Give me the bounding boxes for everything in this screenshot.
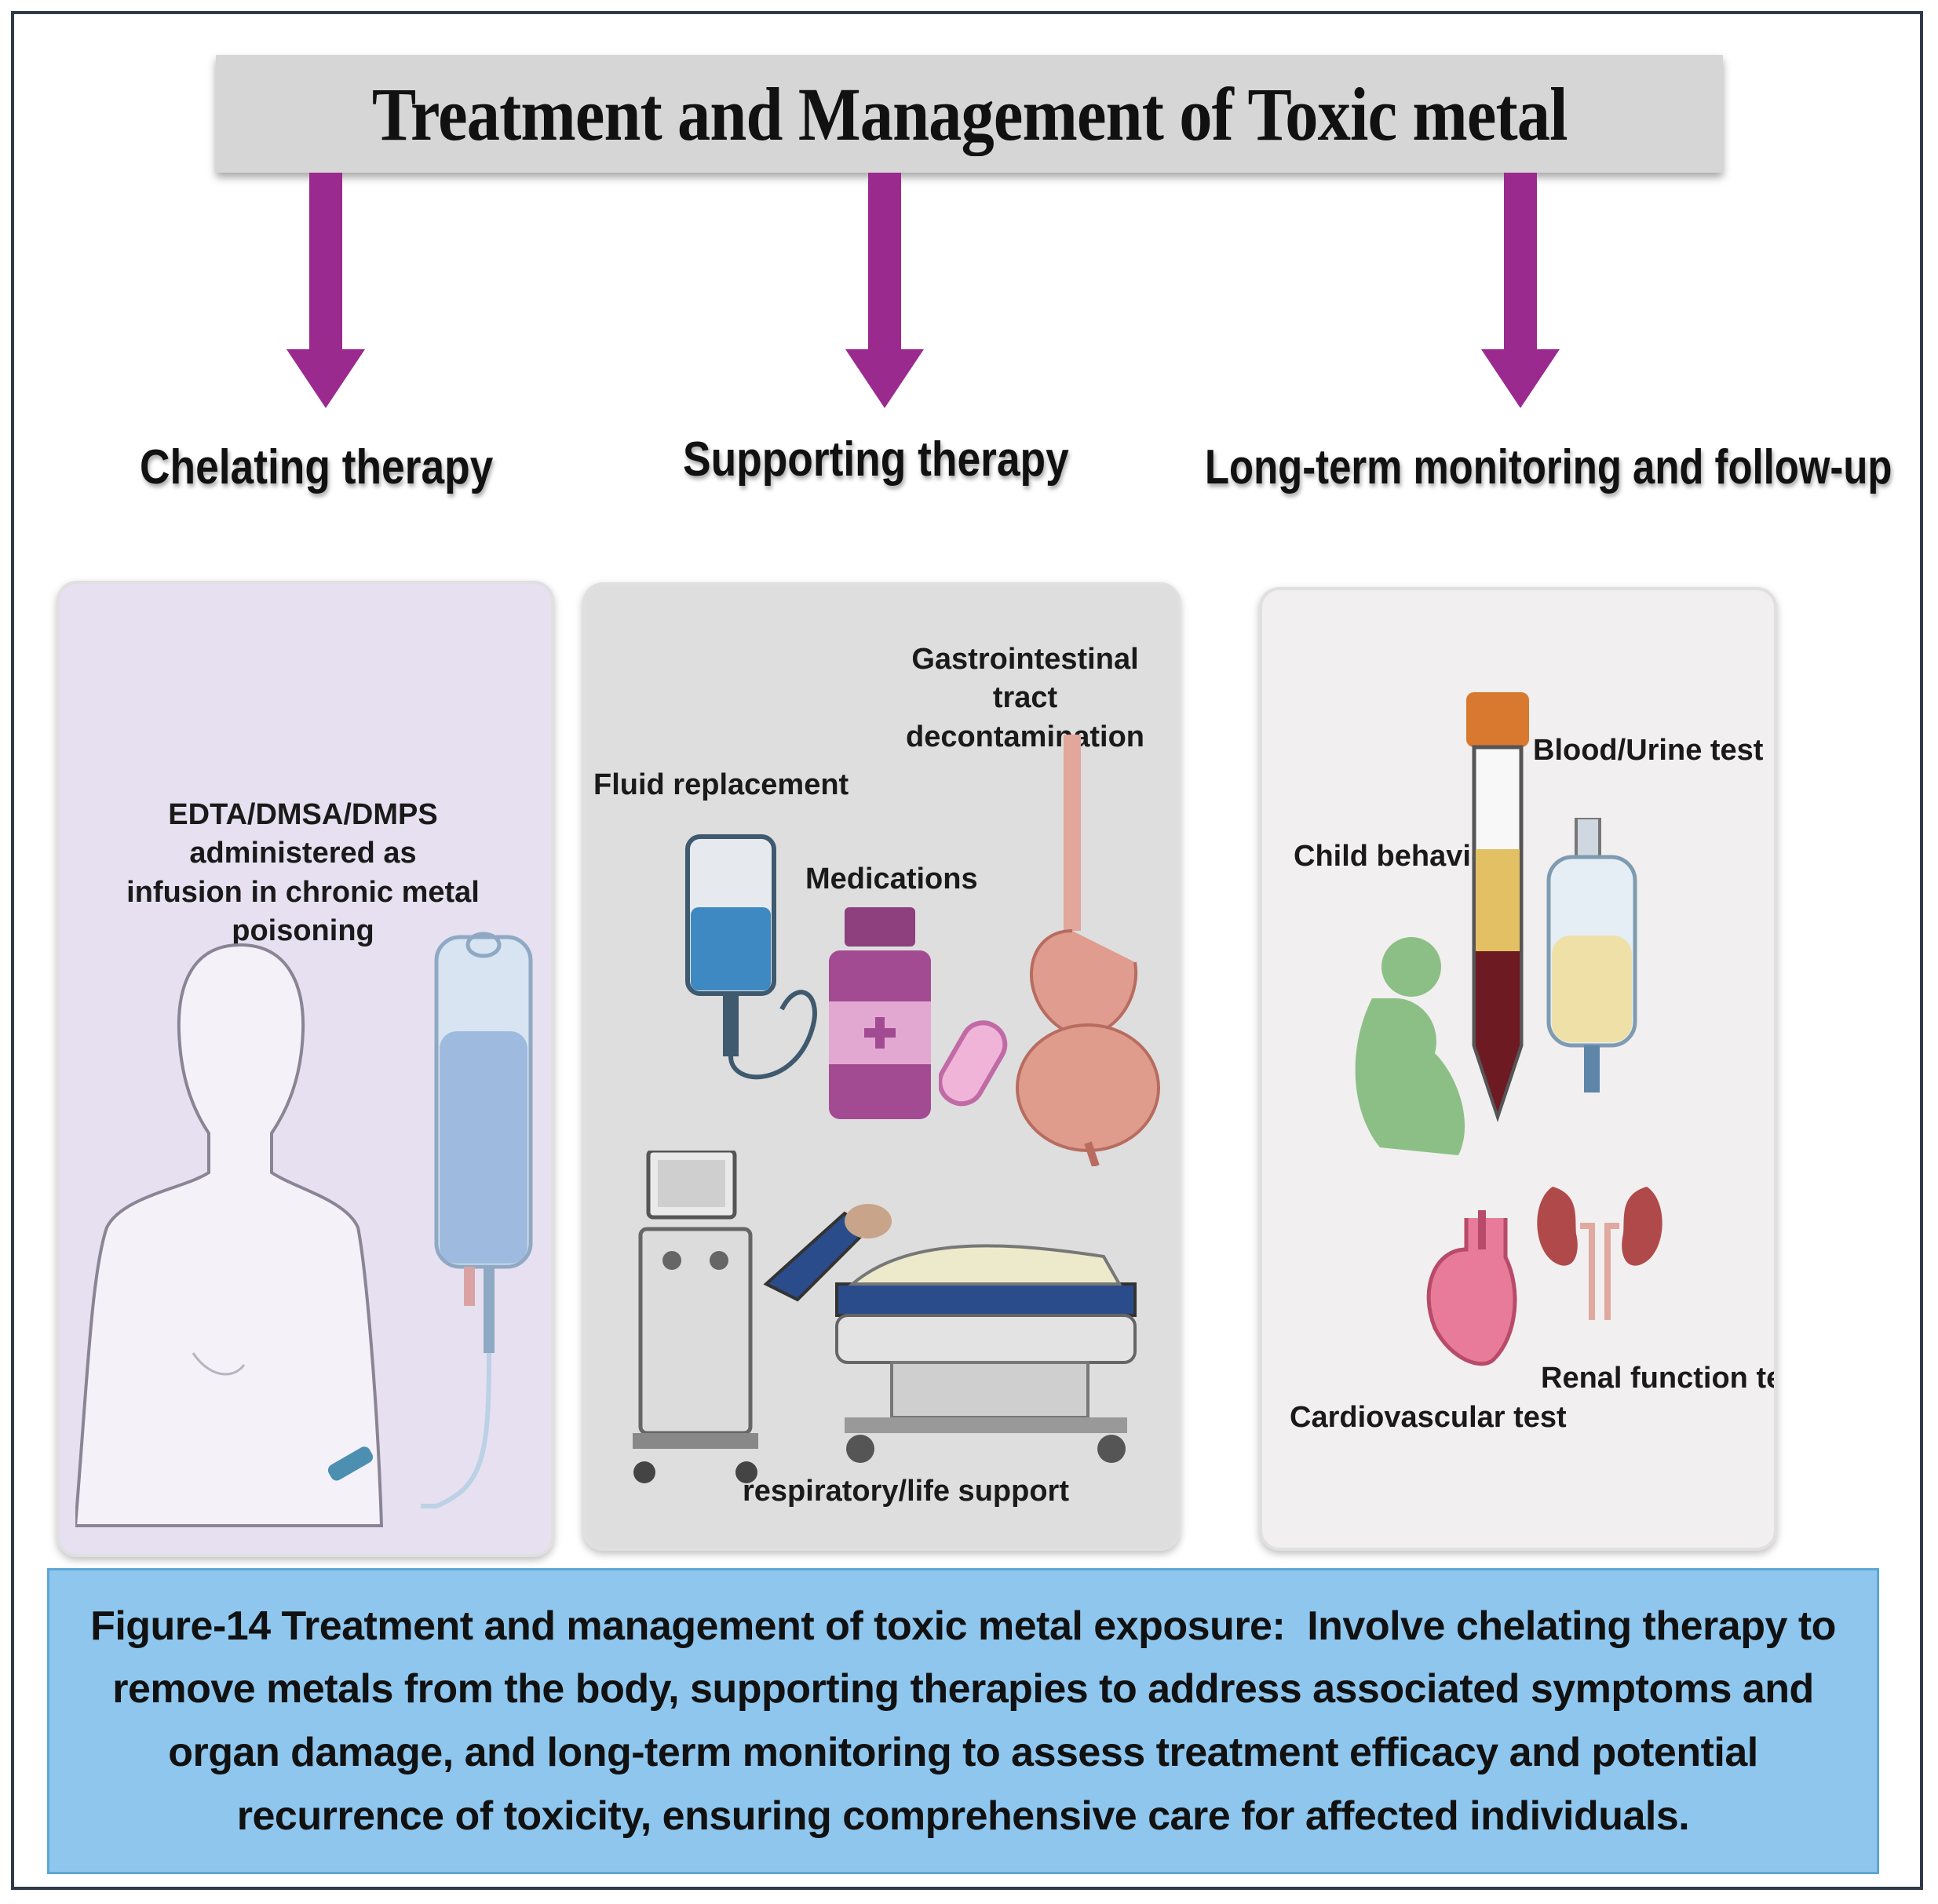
figure-title: Treatment and Management of Toxic metal bbox=[371, 71, 1568, 156]
blood-tube-icon bbox=[1466, 692, 1529, 1122]
ventilator-icon bbox=[633, 1151, 758, 1483]
arrow-right bbox=[1481, 173, 1560, 408]
digestive-tract-icon bbox=[1016, 735, 1160, 1166]
fluid-bag-icon bbox=[685, 834, 817, 1080]
figure-frame bbox=[11, 11, 1923, 1890]
child-icon bbox=[1355, 937, 1465, 1155]
pill-icon bbox=[939, 1020, 1008, 1107]
label-gi-decontamination: Gastrointestinal tract decontamination bbox=[905, 643, 1145, 753]
title-bar: Treatment and Management of Toxic metal bbox=[216, 55, 1723, 173]
label-fluid-replacement: Fluid replacement bbox=[593, 768, 849, 801]
label-respiratory-support: respiratory/life support bbox=[743, 1475, 1069, 1508]
caption-body: Involve chelating therapy to remove meta… bbox=[112, 1603, 1836, 1839]
panel-long-term-monitoring: Blood/Urine test Child behaviour Cardiov… bbox=[1259, 587, 1777, 1551]
figure-caption: Figure-14 Treatment and management of to… bbox=[47, 1568, 1879, 1874]
caption-text: Figure-14 Treatment and management of to… bbox=[81, 1595, 1845, 1847]
panel-chelating-therapy: EDTA/DMSA/DMPS administered as infusion … bbox=[57, 581, 554, 1557]
arrow-left bbox=[287, 173, 365, 408]
heart-icon bbox=[1426, 1210, 1517, 1366]
label-infusion: EDTA/DMSA/DMPS administered as infusion … bbox=[126, 798, 480, 948]
hospital-bed-icon bbox=[763, 1204, 1137, 1463]
person-silhouette-icon bbox=[75, 943, 384, 1527]
heading-supporting-therapy: Supporting therapy bbox=[683, 432, 1069, 487]
medicine-bottle-icon bbox=[829, 907, 931, 1119]
iv-bag-icon bbox=[421, 932, 533, 1508]
label-cardiovascular-test: Cardiovascular test bbox=[1290, 1401, 1567, 1434]
heading-chelating-therapy: Chelating therapy bbox=[140, 440, 494, 494]
kidney-icon bbox=[1537, 1187, 1662, 1320]
label-blood-urine-test: Blood/Urine test bbox=[1533, 734, 1764, 767]
label-medications: Medications bbox=[805, 863, 978, 895]
panel-supporting-therapy: Gastrointestinal tract decontamination F… bbox=[582, 582, 1181, 1551]
caption-lead: Figure-14 Treatment and management of to… bbox=[90, 1603, 1286, 1649]
heading-long-term-monitoring: Long-term monitoring and follow-up bbox=[1205, 440, 1892, 494]
arrow-center bbox=[845, 173, 924, 408]
urine-bag-icon bbox=[1546, 818, 1637, 1092]
label-renal-function-test: Renal function test bbox=[1541, 1362, 1774, 1395]
